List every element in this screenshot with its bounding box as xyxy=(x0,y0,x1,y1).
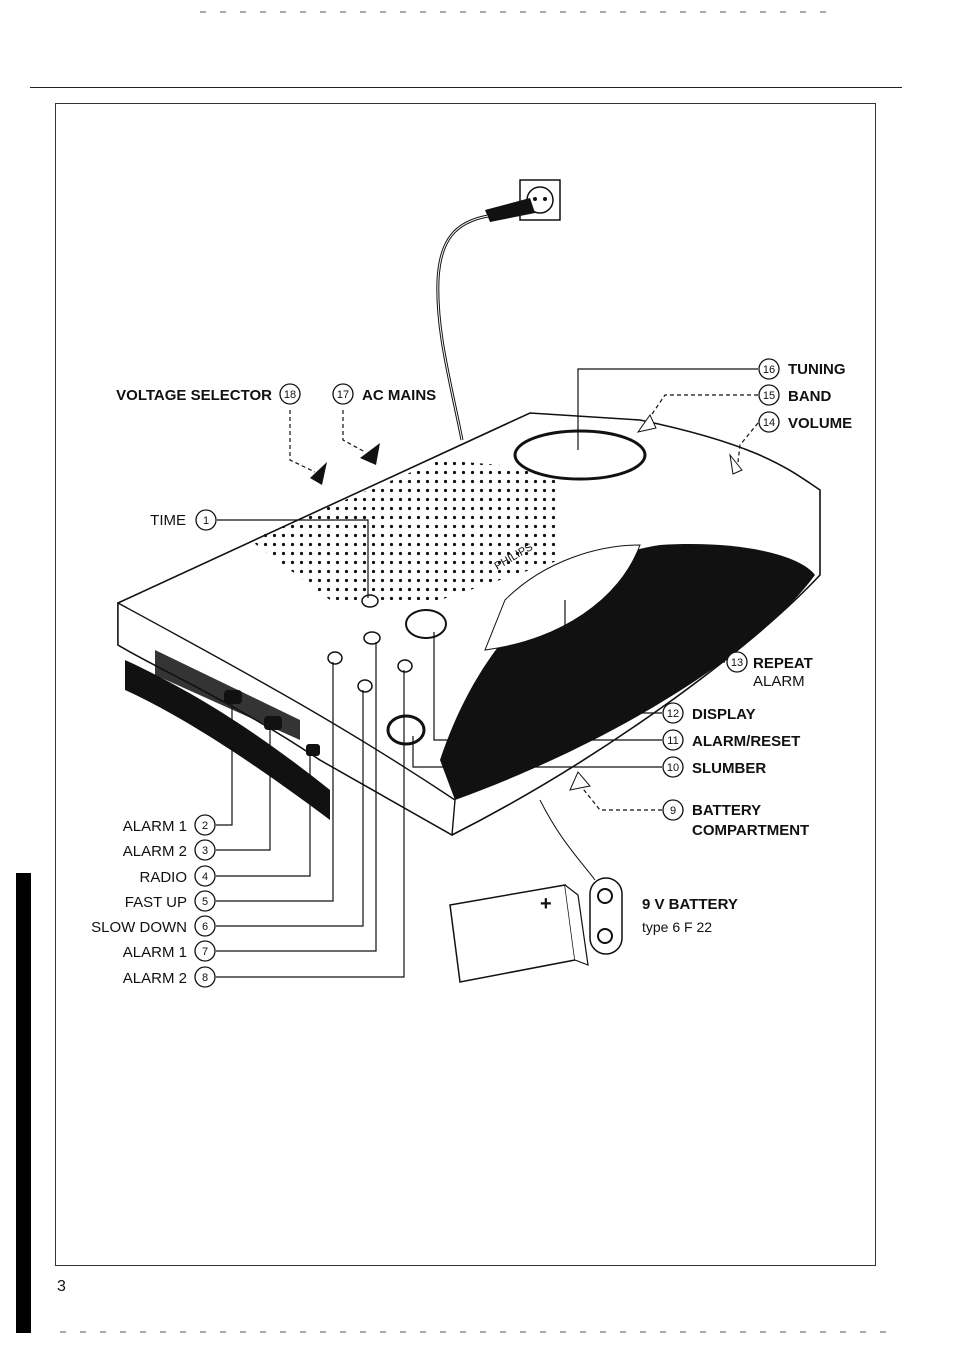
label-alarm-reset: ALARM/RESET xyxy=(692,733,800,750)
label-tuning: TUNING xyxy=(788,361,846,378)
label-slumber: SLUMBER xyxy=(692,760,766,777)
callout-8: 8 xyxy=(202,972,208,984)
callout-9: 9 xyxy=(670,805,676,817)
label-display: DISPLAY xyxy=(692,706,756,723)
callout-14: 14 xyxy=(763,417,775,429)
label-battery-compartment-line2: COMPARTMENT xyxy=(692,822,809,839)
power-plug xyxy=(436,179,561,441)
label-fast-up: FAST UP xyxy=(125,894,187,911)
callout-12: 12 xyxy=(667,708,679,720)
label-alarm1-b: ALARM 1 xyxy=(123,944,187,961)
label-battery-compartment-line1: BATTERY xyxy=(692,802,761,819)
callout-3: 3 xyxy=(202,845,208,857)
label-alarm2-b: ALARM 2 xyxy=(123,970,187,987)
callout-2: 2 xyxy=(202,820,208,832)
figure-frame xyxy=(55,103,876,1266)
label-repeat-alarm-line2: ALARM xyxy=(753,673,805,690)
side-thumb-bar xyxy=(16,873,31,1333)
callout-13: 13 xyxy=(731,657,743,669)
label-volume: VOLUME xyxy=(788,415,852,432)
callout-17: 17 xyxy=(337,389,349,401)
label-alarm2-a: ALARM 2 xyxy=(123,843,187,860)
callout-10: 10 xyxy=(667,762,679,774)
label-repeat-alarm-line1: REPEAT xyxy=(753,655,813,672)
svg-text:+: + xyxy=(540,893,552,915)
callout-18: 18 xyxy=(284,389,296,401)
callout-1: 1 xyxy=(203,515,209,527)
label-battery-type: type 6 F 22 xyxy=(642,919,712,935)
label-slow-down: SLOW DOWN xyxy=(91,919,187,936)
label-band: BAND xyxy=(788,388,831,405)
callout-5: 5 xyxy=(202,896,208,908)
label-9v-battery: 9 V BATTERY xyxy=(642,896,738,913)
label-radio: RADIO xyxy=(139,869,187,886)
callout-4: 4 xyxy=(202,871,208,883)
label-voltage-selector: VOLTAGE SELECTOR xyxy=(116,387,272,404)
clock-radio-body xyxy=(117,412,821,837)
callout-11: 11 xyxy=(667,735,678,747)
callout-7: 7 xyxy=(202,946,208,958)
callout-6: 6 xyxy=(202,921,208,933)
callout-numbers: 18 17 16 15 14 1 13 12 11 10 9 2 3 4 5 6… xyxy=(194,358,780,988)
callout-16: 16 xyxy=(763,364,775,376)
leader-lines xyxy=(216,368,759,978)
label-alarm1-a: ALARM 1 xyxy=(123,818,187,835)
label-time: TIME xyxy=(150,512,186,529)
page-number: 3 xyxy=(57,1278,66,1295)
callout-labels: VOLTAGE SELECTOR AC MAINS TUNING BAND VO… xyxy=(91,361,852,987)
callout-15: 15 xyxy=(763,390,775,402)
top-rule xyxy=(30,87,902,88)
label-ac-mains: AC MAINS xyxy=(362,387,436,404)
battery-9v: + xyxy=(449,799,623,983)
